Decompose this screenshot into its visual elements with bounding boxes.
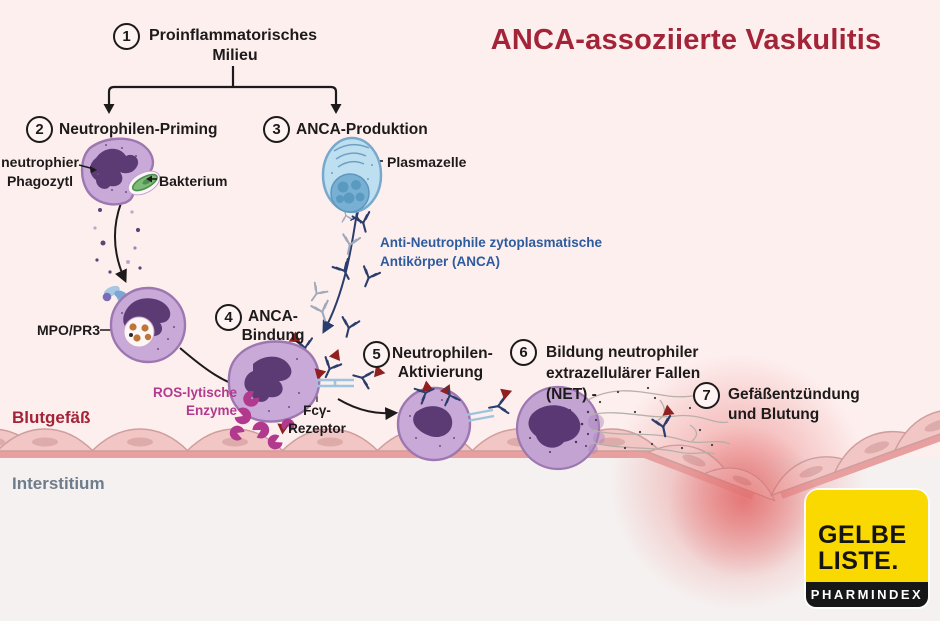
branch-arrowhead-right (330, 104, 342, 114)
pointer-arrow-phagocyte (90, 166, 97, 173)
step-6-line1: Bildung neutrophiler (546, 344, 699, 361)
step-5-badge: 5 (363, 341, 390, 368)
fc-receptor-label: Fcγ- Rezeptor (288, 402, 346, 438)
phagocyte-label-line2: Phagozytl (6, 173, 74, 189)
anca-label-line2: Antikörper (ANCA) (380, 254, 500, 269)
step-6-line3: (NET) - (546, 386, 597, 403)
step-1-line2: Milieu (212, 47, 258, 64)
page-title: ANCA-assoziierte Vaskulitis (490, 24, 882, 56)
step-5-line2: Aktivierung (397, 364, 484, 382)
anca-antibodies (294, 208, 382, 359)
net-strands (587, 390, 731, 455)
step-6-line2: extrazellulärer Fallen (546, 365, 701, 382)
step-4-badge: 4 (215, 304, 242, 331)
step-7-badge: 7 (693, 382, 720, 409)
arrow-priming-to-mpo (114, 202, 127, 283)
logo-tagline: PHARMINDEX (806, 582, 928, 607)
fc-label-line2: Rezeptor (288, 421, 346, 436)
gelbe-liste-logo: GELBE LISTE. PHARMINDEX (806, 490, 928, 607)
step-1-badge: 1 (113, 23, 140, 50)
step-6-badge: 6 (510, 339, 537, 366)
branch-connector (107, 66, 338, 106)
activated-neutrophil (396, 379, 472, 462)
logo-wordmark: GELBE LISTE. (806, 490, 928, 582)
step-3-label: ANCA-Produktion (296, 121, 428, 138)
granule-dots (93, 194, 142, 274)
step-5-label: Neutrophilen- Aktivierung (392, 344, 493, 383)
step-7-line1: Gefäßentzündung (728, 386, 860, 403)
step-1-label: Proinflammatorisches Milieu (149, 26, 321, 66)
bleeding-glow (668, 426, 820, 578)
neutrophil-phagocyte (80, 137, 161, 206)
bacterium-label: Bakterium (159, 173, 228, 189)
step-2-badge: 2 (26, 116, 53, 143)
logo-line1: GELBE (818, 521, 907, 549)
step-6-label: Bildung neutrophiler extrazellulärer Fal… (546, 342, 700, 405)
step-3-badge: 3 (263, 116, 290, 143)
anca-antibody-label: Anti-Neutrophile zytoplasmatische Antikö… (380, 233, 602, 271)
step-7-label: Gefäßentzündung und Blutung (728, 385, 860, 425)
ros-enzyme-label: ROS-lytische Enzyme (145, 384, 237, 420)
phagocyte-label: neutrophier Phagozytl (0, 153, 80, 191)
logo-line2: LISTE. (818, 547, 899, 575)
step-1-line1: Proinflammatorisches (149, 27, 318, 44)
ros-label-line2: Enzyme (185, 403, 237, 418)
step-4-line1: ANCA- (248, 308, 298, 325)
step-5-line1: Neutrophilen- (392, 345, 493, 362)
pointer-arrow-bacterium (146, 175, 152, 183)
plasma-cell-label: Plasmazelle (387, 154, 467, 170)
branch-arrowhead-left (103, 104, 115, 114)
step-7-line2: und Blutung (728, 406, 820, 423)
netting-neutrophil (515, 385, 605, 471)
vessel-flap-right (763, 396, 940, 499)
step-4-line2: Bindung (241, 327, 305, 345)
ros-label-line1: ROS-lytische (152, 385, 237, 400)
step-2-label: Neutrophilen-Priming (59, 121, 218, 138)
anca-label-line1: Anti-Neutrophile zytoplasmatische (380, 235, 603, 250)
phagocyte-label-line1: neutrophier (1, 154, 79, 170)
anca-stream-arrow (322, 211, 358, 334)
mpo-neutrophil (102, 285, 187, 364)
arrow-binding-to-activation (337, 398, 399, 421)
fc-receptor-2 (465, 408, 495, 423)
plasma-cell (321, 136, 383, 214)
fc-label-line1: Fcγ- (303, 403, 331, 418)
blood-vessel-label: Blutgefäß (12, 408, 91, 427)
mpo-pr3-label: MPO/PR3 (37, 322, 101, 338)
interstitium-label: Interstitium (12, 474, 105, 493)
step-4-label: ANCA- Bindung (240, 307, 306, 346)
fc-receptor (316, 378, 354, 388)
